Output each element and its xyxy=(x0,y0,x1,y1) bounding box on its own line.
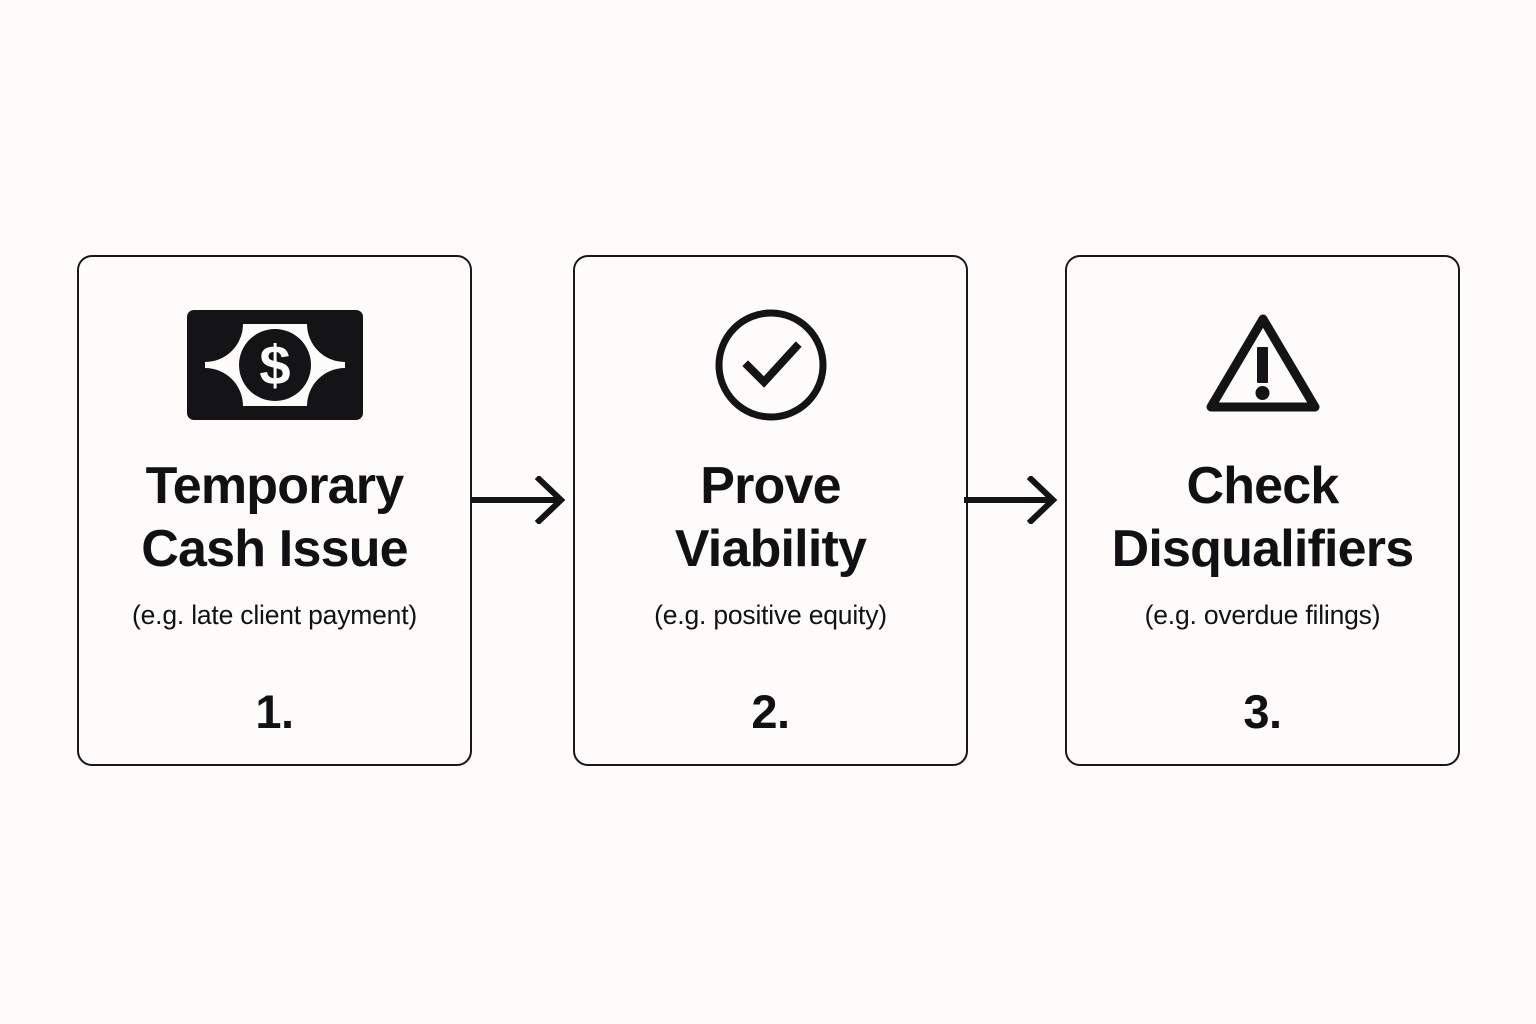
arrow-right-icon-2 xyxy=(964,476,1065,524)
banknote-dollar-icon: $ xyxy=(79,305,470,425)
step-number: 3. xyxy=(1243,685,1282,738)
svg-text:$: $ xyxy=(259,334,290,397)
step-card-1[interactable]: $ Temporary Cash Issue (e.g. late client… xyxy=(77,255,472,766)
step-subtitle: (e.g. overdue filings) xyxy=(1144,600,1381,630)
warning-triangle-icon xyxy=(1067,305,1458,425)
step-card-2[interactable]: Prove Viability (e.g. positive equity) 2… xyxy=(573,255,968,766)
step-card-3[interactable]: Check Disqualifiers (e.g. overdue filing… xyxy=(1065,255,1460,766)
step-title: Prove Viability xyxy=(674,457,867,578)
step-number: 1. xyxy=(255,685,294,738)
step-subtitle: (e.g. late client payment) xyxy=(132,600,417,630)
check-circle-icon xyxy=(575,305,966,425)
step-subtitle: (e.g. positive equity) xyxy=(654,600,887,630)
step-title: Temporary Cash Issue xyxy=(141,457,408,578)
step-title: Check Disqualifiers xyxy=(1111,457,1415,578)
arrow-right-icon-1 xyxy=(472,476,573,524)
step-number: 2. xyxy=(751,685,790,738)
